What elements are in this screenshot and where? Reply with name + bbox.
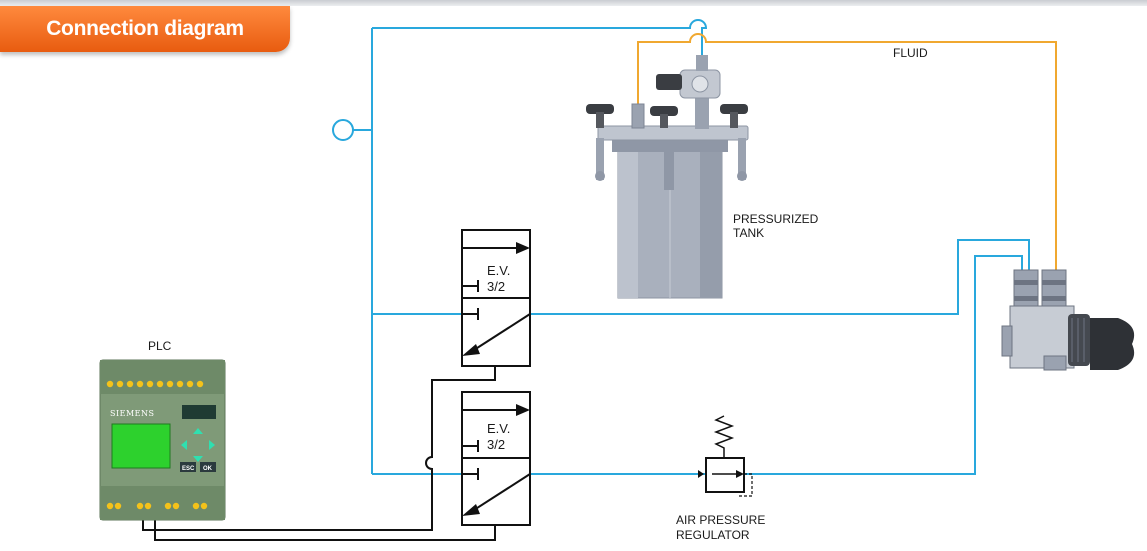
valve2-label-line1: E.V. — [487, 421, 510, 436]
tank-label-line1: PRESSURIZED — [733, 212, 819, 226]
air-gauge-symbol — [332, 119, 354, 141]
plc-ok-key: OK — [203, 466, 213, 472]
plc-top-terminals — [106, 380, 204, 388]
top-strip — [0, 0, 1147, 6]
fluid-line — [637, 33, 1057, 272]
header-tab — [0, 6, 290, 52]
solenoid-valve-2 — [461, 391, 531, 526]
air-line-valve1-outlet — [530, 239, 1030, 315]
plc-bottom-terminals — [106, 502, 208, 510]
plc-brand-label: SIEMENS — [110, 409, 155, 418]
valve1-label-line1: E.V. — [487, 263, 510, 278]
air-lines — [332, 19, 1030, 475]
air-pressure-regulator — [698, 415, 753, 497]
fluid-label: FLUID — [893, 46, 928, 60]
valve1-label-line2: 3/2 — [487, 279, 505, 294]
regulator-label-line2: REGULATOR — [676, 528, 750, 542]
tank-label-line2: TANK — [733, 226, 764, 240]
pressurized-tank — [586, 55, 749, 299]
plc-label: PLC — [148, 339, 172, 353]
wire-valve1 — [142, 366, 496, 531]
plc-esc-key: ESC — [182, 466, 195, 472]
air-line-regulator-outlet — [744, 255, 1023, 475]
wire-valve2 — [154, 514, 496, 541]
spray-valve — [1001, 269, 1135, 371]
plc-cursor-keys — [181, 428, 215, 462]
regulator-label-line1: AIR PRESSURE — [676, 513, 765, 527]
valve2-label-line2: 3/2 — [487, 437, 505, 452]
control-wires — [142, 366, 496, 541]
air-line-top — [372, 19, 708, 60]
plc-unit — [99, 359, 226, 521]
solenoid-valve-1 — [461, 229, 531, 367]
header-title: Connection diagram — [46, 17, 244, 40]
